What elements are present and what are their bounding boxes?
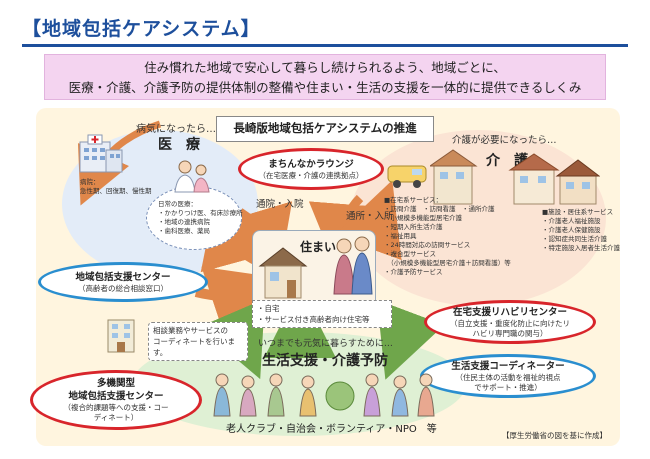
- life-support-lead: いつまでも元気に暮らすために…: [258, 339, 393, 349]
- home-rehab-center: 在宅支援リハビリセンター （自立支援・重度化防止に向けたリ ハビリ専門職の関与）: [424, 300, 596, 344]
- arrow-left-center-to-home: [194, 266, 290, 343]
- home-care-item: ■在宅系サービス：: [384, 196, 443, 204]
- diagram-heading: 長崎版地域包括ケアシステムの推進: [216, 116, 434, 142]
- facility-care-item: ・介護老人保健施設: [542, 226, 601, 234]
- daily-medical-item: ・歯科医療、薬局: [158, 227, 210, 235]
- multi-agency-sub-1: （複合的課題等への支援・コー: [63, 403, 169, 412]
- hospital-list-item: 急性期、回復期、慢性期: [80, 187, 152, 195]
- medical-caption: 病気になったら…: [136, 124, 216, 135]
- home-care-item: ・小規模多機能型居宅介護: [384, 214, 462, 222]
- home-care-item: ・介護予防サービス: [384, 268, 443, 276]
- community-support-center-title: 地域包括支援センター: [75, 271, 171, 283]
- arrow-life-right: [376, 299, 445, 380]
- home-rehab-sub-2: ハビリ専門職の関与）: [472, 328, 548, 338]
- multi-agency-support-center: 多機関型 地域包括支援センター （複合的課題等への支援・コー ディネート）: [30, 370, 202, 430]
- home-care-item: （小規模多機能型居宅介護＋訪問看護）等: [384, 259, 511, 267]
- facility-care-item: ・特定施設入居者生活介護: [542, 244, 620, 252]
- care-facility-icon: [430, 149, 600, 205]
- medical-title: 医 療: [158, 137, 200, 153]
- facility-care-item: ・認知症共同生活介護: [542, 235, 607, 243]
- care-caption: 介護が必要になったら…: [452, 135, 557, 146]
- community-activity-icon: [213, 373, 435, 417]
- home-care-item: ・福祉用具: [384, 232, 417, 240]
- life-support-title: 生活支援・介護予防: [262, 353, 388, 369]
- housing-title: 住まい: [300, 240, 337, 254]
- care-van-icon: [387, 165, 427, 188]
- housing-note-line: ・サービス付き高齢者向け住宅等: [257, 315, 370, 324]
- flow-label-facility: 通所・入所: [346, 211, 394, 222]
- hospital-list-item: 病院：: [80, 178, 100, 186]
- home-rehab-sub-1: （自立支援・重度化防止に向けたリ: [450, 318, 570, 328]
- daily-medical-item: 日常の医療：: [158, 200, 197, 208]
- machinaka-lounge-title: まちんなかラウンジ: [268, 158, 354, 170]
- daily-medical-list: 日常の医療： ・かかりつけ医、有床診療所 ・地域の連携病院 ・歯科医療、薬局: [158, 200, 243, 236]
- home-care-item: ・訪問介護 ・訪問看護 ・通所介護: [384, 205, 495, 213]
- flow-label-hospital: 通院・入院: [256, 199, 304, 210]
- daily-medical-item: ・地域の連携病院: [158, 218, 210, 226]
- home-care-item: ・24時間対応の訪問サービス: [384, 241, 471, 249]
- home-care-list: ■在宅系サービス： ・訪問介護 ・訪問看護 ・通所介護 ・小規模多機能型居宅介護…: [384, 196, 511, 277]
- source-credit: 【厚生労働省の図を基に作成】: [502, 431, 607, 440]
- multi-agency-title-2: 地域包括支援センター: [68, 391, 164, 402]
- house-icon: [258, 247, 308, 299]
- hospital-icon: [79, 134, 123, 173]
- coordinator-sub-2: でサポート・推進）: [474, 382, 542, 392]
- lead-line-2: 医療・介護、介護予防の提供体制の整備や住まい・生活の支援を一体的に提供できるしく…: [68, 80, 582, 95]
- lead-line-1: 住み慣れた地域で安心して暮らし続けられるよう、地域ごとに、: [144, 60, 506, 75]
- facility-care-item: ■施設・居住系サービス: [542, 208, 614, 216]
- lead-box: 住み慣れた地域で安心して暮らし続けられるよう、地域ごとに、 医療・介護、介護予防…: [44, 54, 606, 100]
- machinaka-lounge: まちんなかラウンジ （在宅医療・介護の連携拠点）: [238, 148, 384, 190]
- office-building-icon: [107, 319, 135, 353]
- coordinator-title: 生活支援コーディネーター: [451, 360, 565, 372]
- housing-note: ・自宅 ・サービス付き高齢者向け住宅等: [252, 300, 392, 328]
- facility-care-list: ■施設・居住系サービス ・介護老人福祉施設 ・介護老人保健施設 ・認知症共同生活…: [542, 208, 620, 253]
- coordinator-sub-1: （住民主体の活動を福祉的視点: [455, 372, 561, 382]
- doctor-icon: [174, 160, 210, 193]
- daily-medical-bubble: [146, 186, 242, 250]
- coordination-note-line: 相談業務やサービスの: [153, 326, 228, 335]
- community-support-center-sub: （高齢者の総合相談窓口）: [78, 283, 168, 293]
- title-underline: [22, 44, 628, 47]
- home-care-item: ・短期入所生活介護: [384, 223, 443, 231]
- coordination-note: 相談業務やサービスの コーディネートを行います。: [148, 322, 248, 361]
- life-support-coordinator: 生活支援コーディネーター （住民主体の活動を福祉的視点 でサポート・推進）: [420, 354, 596, 398]
- multi-agency-sub-2: ディネート）: [93, 413, 139, 422]
- multi-agency-title: 多機関型: [96, 378, 135, 389]
- home-rehab-title: 在宅支援リハビリセンター: [452, 306, 567, 318]
- housing-note-line: ・自宅: [257, 304, 280, 313]
- coordination-note-line: コーディネートを行います。: [153, 337, 235, 357]
- hospital-list: 病院： 急性期、回復期、慢性期: [80, 178, 152, 196]
- community-support-center: 地域包括支援センター （高齢者の総合相談窓口）: [38, 262, 208, 302]
- elderly-couple-icon: [333, 236, 373, 295]
- page-title: 【地域包括ケアシステム】: [22, 18, 261, 40]
- facility-care-item: ・介護老人福祉施設: [542, 217, 601, 225]
- machinaka-lounge-sub: （在宅医療・介護の連携拠点）: [258, 170, 364, 180]
- daily-medical-item: ・かかりつけ医、有床診療所: [158, 209, 243, 217]
- life-support-bottom: 老人クラブ・自治会・ボランティア・NPO 等: [226, 424, 437, 435]
- home-care-item: ・複合型サービス: [384, 250, 436, 258]
